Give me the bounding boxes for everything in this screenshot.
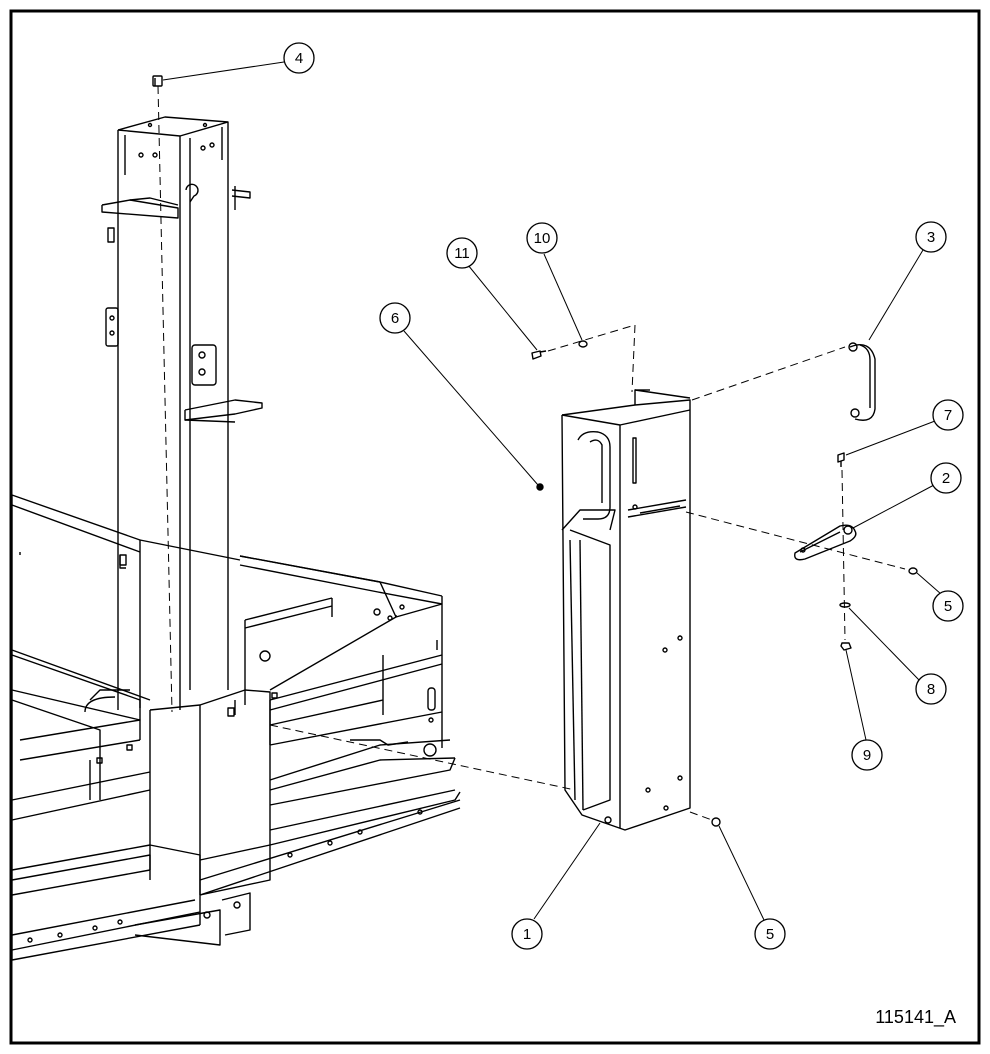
callout-1: 1 — [511, 918, 543, 950]
base-frame — [11, 494, 461, 961]
svg-text:1: 1 — [523, 926, 531, 943]
svg-text:9: 9 — [863, 747, 871, 764]
callout-2: 2 — [930, 462, 962, 494]
callout-6: 6 — [379, 302, 411, 334]
callout-7: 7 — [932, 399, 964, 431]
part-4-cap — [152, 75, 163, 87]
svg-text:6: 6 — [391, 310, 399, 327]
callout-9: 9 — [851, 739, 883, 771]
vertical-post — [101, 116, 278, 896]
hardware — [531, 340, 918, 827]
svg-text:5: 5 — [766, 926, 774, 943]
svg-text:10: 10 — [534, 230, 551, 247]
callout-5-lower: 5 — [754, 918, 786, 950]
part-1-mount — [561, 389, 691, 831]
callout-11: 11 — [446, 237, 478, 269]
part-2-bracket — [794, 524, 857, 561]
callouts: 4 11 10 3 6 7 2 5 — [283, 42, 964, 950]
drawing-border — [9, 9, 981, 1045]
svg-text:4: 4 — [295, 50, 303, 67]
callout-4: 4 — [283, 42, 315, 74]
svg-text:5: 5 — [944, 598, 952, 615]
svg-text:11: 11 — [454, 245, 470, 262]
leader-lines — [162, 61, 942, 921]
callout-10: 10 — [526, 222, 558, 254]
svg-text:8: 8 — [927, 681, 935, 698]
svg-text:3: 3 — [927, 229, 935, 246]
callout-5-upper: 5 — [932, 590, 964, 622]
drawing-number: 115141_A — [875, 1007, 956, 1027]
callout-3: 3 — [915, 221, 947, 253]
svg-text:7: 7 — [944, 407, 952, 424]
alignment-lines — [157, 85, 906, 821]
part-3-handle — [848, 342, 876, 421]
svg-text:2: 2 — [942, 470, 950, 487]
callout-8: 8 — [915, 673, 947, 705]
